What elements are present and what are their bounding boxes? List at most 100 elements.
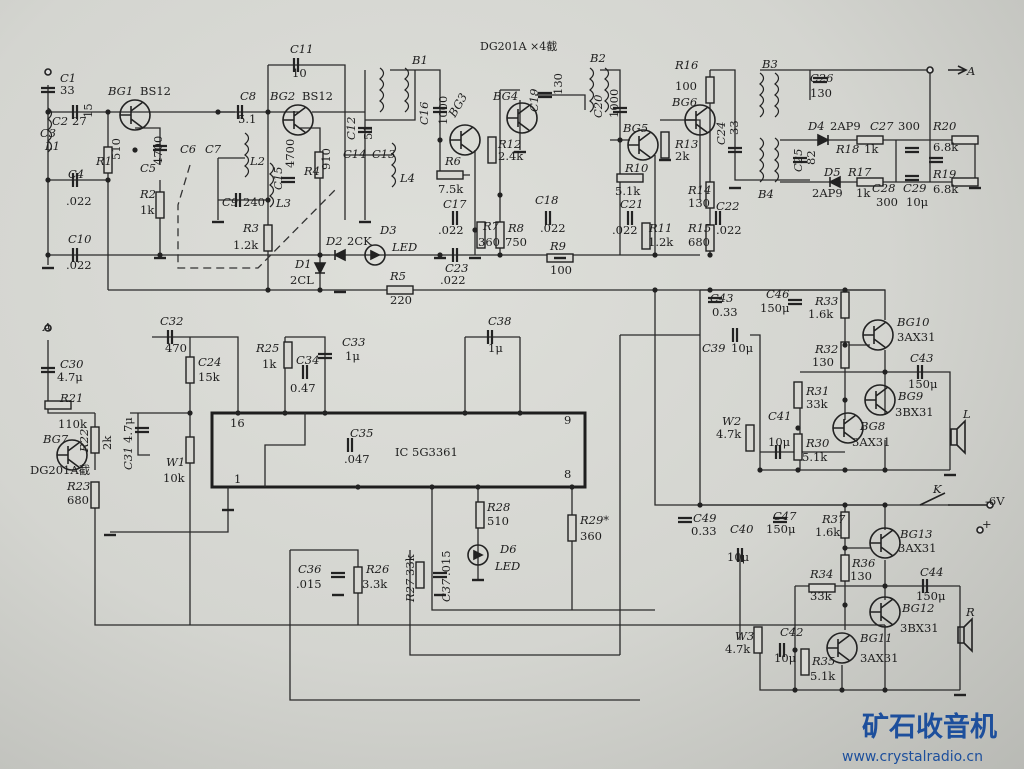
watermark-url: www.crystalradio.cn — [842, 749, 983, 765]
label-bg7-value: DG201A截 — [30, 463, 91, 477]
transistor-leads — [865, 386, 889, 414]
label-r32-ref: R32 — [814, 342, 838, 356]
label-r10-ref: R10 — [624, 161, 648, 175]
label-c13-ref: C13 — [372, 147, 395, 161]
resistor — [856, 135, 884, 145]
junction-dot — [475, 484, 481, 490]
label-ic-pin1: 1 — [234, 472, 241, 486]
label-r23-value: 680 — [67, 493, 89, 507]
label-r25-value: 1k — [262, 357, 277, 371]
resistor — [705, 181, 715, 209]
led — [364, 244, 386, 266]
label-a_out-ref: A — [966, 64, 975, 78]
label-c12-value: 51 — [361, 125, 375, 140]
label-c6-ref: C6 — [180, 142, 196, 156]
capacitor — [921, 579, 929, 593]
label-c43b-value: 150μ — [908, 377, 938, 391]
label-c12-ref: C12 — [344, 117, 358, 140]
label-c42-value: 10μ — [774, 651, 797, 665]
label-c40-ref: C40 — [730, 522, 753, 536]
capacitor — [905, 174, 919, 182]
label-r5-value: 220 — [390, 293, 412, 307]
label-c23-value: .022 — [440, 273, 466, 287]
label-r35-ref: R35 — [811, 654, 835, 668]
capacitor — [778, 643, 786, 657]
label-c42-ref: C42 — [780, 625, 803, 639]
label-c8-ref: C8 — [240, 89, 256, 103]
label-c30-ref: C30 — [60, 357, 83, 371]
label-c28-ref: C28 — [872, 181, 895, 195]
capacitor — [281, 176, 295, 184]
label-c1-value: 33 — [60, 83, 75, 97]
junction-dot — [235, 410, 241, 416]
junction-dot — [317, 287, 323, 293]
junction-dot — [157, 252, 163, 258]
label-bg13-ref: BG13 — [899, 527, 932, 541]
label-r30-ref: R30 — [805, 436, 829, 450]
label-r29-value: 360 — [580, 529, 602, 543]
label-c35-ref: C35 — [350, 426, 373, 440]
label-c47-value: 150μ — [766, 522, 796, 536]
junction-dot — [215, 109, 221, 115]
resistor — [567, 514, 577, 542]
label-r9-value: 100 — [550, 263, 572, 277]
component-symbols — [41, 58, 994, 697]
label-c38-ref: C38 — [488, 314, 511, 328]
label-r28-value: 510 — [487, 514, 509, 528]
capacitor — [236, 105, 244, 119]
diode — [333, 248, 346, 262]
junction-dot — [45, 177, 51, 183]
label-bg2-value: BS12 — [302, 89, 333, 103]
transistor-bg13 — [869, 527, 901, 559]
label-bg9-value: 3BX31 — [895, 405, 934, 419]
junction-dot — [792, 647, 798, 653]
label-r11-value: 1.2k — [648, 235, 674, 249]
resistor — [856, 177, 884, 187]
label-r8-value: 750 — [505, 235, 527, 249]
resistor — [386, 285, 414, 295]
inductor-coil — [604, 67, 610, 113]
label-w3-ref: W3 — [735, 629, 754, 643]
junction-dot — [617, 137, 623, 143]
junction-dot — [132, 147, 138, 153]
label-bg9-ref: BG9 — [897, 389, 923, 403]
label-bg2-ref: BG2 — [269, 89, 295, 103]
label-bg7-ref: BG7 — [42, 432, 69, 446]
inductor-coil — [759, 137, 765, 183]
capacitor — [905, 146, 919, 154]
resistor — [283, 341, 293, 369]
label-c22-ref: C22 — [716, 199, 739, 213]
transistor-bg3 — [449, 124, 481, 156]
label-r26-ref: R26 — [365, 562, 389, 576]
label-c20-value: 1000 — [607, 89, 621, 118]
label-d5-value: 2AP9 — [812, 186, 843, 200]
label-d3-ref: D3 — [379, 223, 397, 237]
capacitor — [41, 366, 55, 374]
transistor-bg8 — [832, 412, 864, 444]
junction-dot — [882, 687, 888, 693]
resistor — [90, 426, 100, 454]
label-r27-value: 33k — [403, 553, 417, 576]
label-c43a-value: 0.33 — [712, 305, 738, 319]
label-w1-value: 10k — [163, 471, 186, 485]
label-c24a-ref: C24 — [714, 122, 728, 145]
label-c47-ref: C47 — [773, 509, 797, 523]
label-r23-ref: R23 — [66, 479, 90, 493]
capacitor — [166, 330, 174, 344]
terminal — [926, 66, 934, 74]
junction-dot — [842, 602, 848, 608]
label-c15-value: 4700 — [283, 139, 297, 168]
junction-dot — [842, 397, 848, 403]
capacitor — [714, 211, 722, 225]
capacitor — [301, 365, 309, 379]
label-r1-ref: R1 — [95, 154, 112, 168]
label-ic-pin16: 16 — [230, 416, 245, 430]
junction-dot — [317, 252, 323, 258]
label-r11-ref: R11 — [648, 221, 672, 235]
resistor — [951, 135, 979, 145]
terminal — [976, 526, 984, 534]
resistor — [476, 221, 486, 249]
label-c25-ref: C25 — [791, 149, 805, 172]
